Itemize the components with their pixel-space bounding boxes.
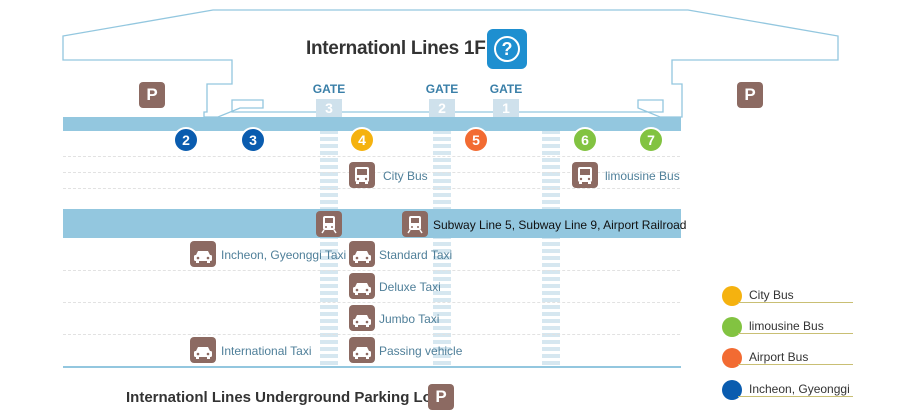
deluxe-taxi-label: Deluxe Taxi — [379, 280, 441, 294]
bus-icon — [349, 162, 375, 188]
jumbo-taxi-label: Jumbo Taxi — [379, 312, 440, 326]
legend-dot — [722, 380, 742, 400]
legend-label: City Bus — [749, 288, 794, 302]
platform-2-marker: 2 — [173, 127, 199, 153]
lane-line — [63, 270, 680, 271]
incheon-taxi-label: Incheon, Gyeonggi Taxi — [221, 248, 347, 262]
legend-item-airport-bus: Airport Bus — [722, 348, 853, 368]
platform-6-marker: 6 — [572, 127, 598, 153]
parking-lot-title: Internationl Lines Underground Parking L… — [126, 389, 437, 406]
subway-icon — [402, 211, 428, 237]
gate-number: 2 — [429, 99, 455, 117]
legend-dot — [722, 286, 742, 306]
subway-band — [63, 209, 681, 238]
platform-7-marker: 7 — [638, 127, 664, 153]
gate-label: GATE — [489, 82, 523, 96]
gate-number: 1 — [493, 99, 519, 117]
question-icon: ? — [494, 36, 520, 62]
taxi-icon — [190, 337, 216, 363]
legend-label: Airport Bus — [749, 350, 809, 364]
legend-underline — [738, 396, 853, 397]
legend-dot — [722, 317, 742, 337]
lane-line — [63, 156, 680, 157]
subway-icon — [316, 211, 342, 237]
gate-number: 3 — [316, 99, 342, 117]
lane-line — [63, 188, 680, 189]
platform-3-marker: 3 — [240, 127, 266, 153]
gate-3: GATE 3 — [311, 82, 347, 117]
crosswalk — [433, 130, 451, 366]
taxi-icon — [190, 241, 216, 267]
parking-icon-left: P — [139, 82, 165, 108]
taxi-icon — [349, 273, 375, 299]
legend-label: Incheon, Gyeonggi — [749, 382, 850, 396]
legend-underline — [738, 364, 853, 365]
crosswalk — [320, 130, 338, 366]
standard-taxi-label: Standard Taxi — [379, 248, 453, 262]
sidewalk-band — [63, 117, 681, 131]
city-bus-label: City Bus — [383, 169, 428, 183]
page-title: Internationl Lines 1F — [306, 38, 486, 59]
legend-underline — [738, 302, 853, 303]
bottom-line — [63, 366, 681, 368]
legend-label: limousine Bus — [749, 319, 824, 333]
legend-dot — [722, 348, 742, 368]
limousine-bus-label: limousine Bus — [605, 169, 680, 183]
crosswalk — [542, 130, 560, 366]
parking-icon-right: P — [737, 82, 763, 108]
bus-icon — [572, 162, 598, 188]
parking-icon: P — [428, 384, 454, 410]
platform-4-marker: 4 — [349, 127, 375, 153]
help-button[interactable]: ? — [487, 29, 527, 69]
lane-line — [63, 302, 680, 303]
gate-1: GATE 1 — [488, 82, 524, 117]
taxi-icon — [349, 305, 375, 331]
subway-label: Subway Line 5, Subway Line 9, Airport Ra… — [433, 218, 687, 232]
taxi-icon — [349, 241, 375, 267]
legend-underline — [738, 333, 853, 334]
lane-line — [63, 334, 680, 335]
passing-vehicle-label: Passing vehicle — [379, 344, 463, 358]
platform-5-marker: 5 — [463, 127, 489, 153]
international-taxi-label: International Taxi — [221, 344, 312, 358]
taxi-icon — [349, 337, 375, 363]
gate-label: GATE — [425, 82, 459, 96]
gate-2: GATE 2 — [424, 82, 460, 117]
legend-item-city-bus: City Bus — [722, 286, 853, 306]
gate-label: GATE — [312, 82, 346, 96]
legend-item-incheon-gyeonggi: Incheon, Gyeonggi — [722, 380, 853, 400]
legend-item-limousine-bus: limousine Bus — [722, 317, 853, 337]
